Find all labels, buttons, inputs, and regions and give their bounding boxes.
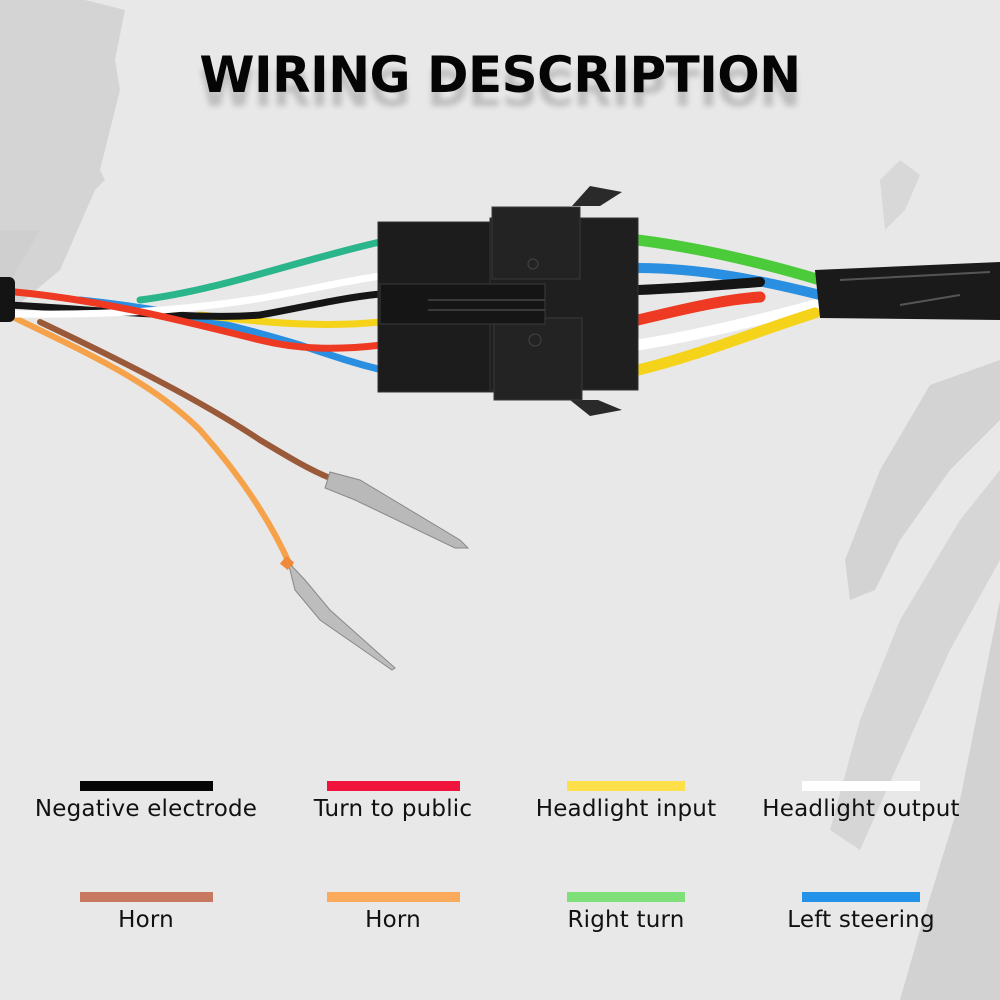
legend-swatch <box>567 781 685 791</box>
legend-swatch <box>326 892 460 902</box>
legend-item-horn-orange: Horn <box>263 892 523 933</box>
connector-latch-bottom <box>570 400 622 416</box>
legend-item-headlight-input: Headlight input <box>496 781 756 822</box>
right-brush-stroke-2 <box>830 470 1000 850</box>
connector <box>377 186 639 416</box>
legend-swatch <box>79 892 213 902</box>
wire-brown-left <box>37 319 333 481</box>
connector-mark-top <box>527 258 539 270</box>
legend-swatch <box>802 781 920 791</box>
wire-red-left <box>11 288 386 352</box>
legend-label: Negative electrode <box>34 796 258 822</box>
legend-label: Headlight output <box>762 796 960 822</box>
terminal-brown <box>324 471 470 549</box>
connector-top-block <box>491 206 581 280</box>
right-brush-stroke-4 <box>880 160 920 230</box>
page-title: WIRING DESCRIPTION <box>199 46 801 104</box>
legend-item-horn-brown: Horn <box>16 892 276 933</box>
wire-green-right <box>632 234 826 286</box>
legend-label: Right turn <box>567 907 685 933</box>
wire-black-right <box>633 277 765 295</box>
terminal-orange <box>287 560 396 671</box>
connector-bottom-block <box>493 317 583 401</box>
legend-label: Horn <box>365 907 421 933</box>
legend-item-negative-electrode: Negative electrode <box>16 781 276 822</box>
legend-swatch <box>326 781 460 791</box>
wire-blue-right <box>633 263 825 300</box>
legend-label: Headlight input <box>535 796 717 822</box>
wire-black-left <box>6 290 384 320</box>
legend-swatch <box>567 892 685 902</box>
connector-latch-bar <box>379 283 546 325</box>
right-brush-stroke-3 <box>900 600 1000 1000</box>
wire-orange-left <box>12 315 293 568</box>
legend-label: Left steering <box>787 907 935 933</box>
connector-latch-top <box>572 186 622 206</box>
wire-red-right <box>632 291 766 326</box>
legend-item-headlight-output: Headlight output <box>731 781 991 822</box>
legend-swatch <box>79 781 213 791</box>
legend-swatch <box>802 892 920 902</box>
wire-green-left <box>136 238 384 304</box>
wiring-harness-photo <box>0 186 1000 671</box>
connector-mark-bottom <box>528 333 542 347</box>
terminal-orange-sleeve <box>279 555 295 571</box>
cable-tape-highlight <box>839 271 991 306</box>
cable-sheath-right <box>815 262 1000 320</box>
cable-sheath-left <box>0 277 15 322</box>
legend-item-left-steering: Left steering <box>731 892 991 933</box>
legend-item-right-turn: Right turn <box>496 892 756 933</box>
right-brush-stroke-1 <box>845 360 1000 600</box>
wire-yellow-right <box>632 307 821 376</box>
legend-label: Turn to public <box>313 796 473 822</box>
legend-label: Horn <box>118 907 174 933</box>
wire-white-left <box>6 272 384 318</box>
legend-item-turn-to-public: Turn to public <box>263 781 523 822</box>
wire-white-right <box>632 299 821 351</box>
